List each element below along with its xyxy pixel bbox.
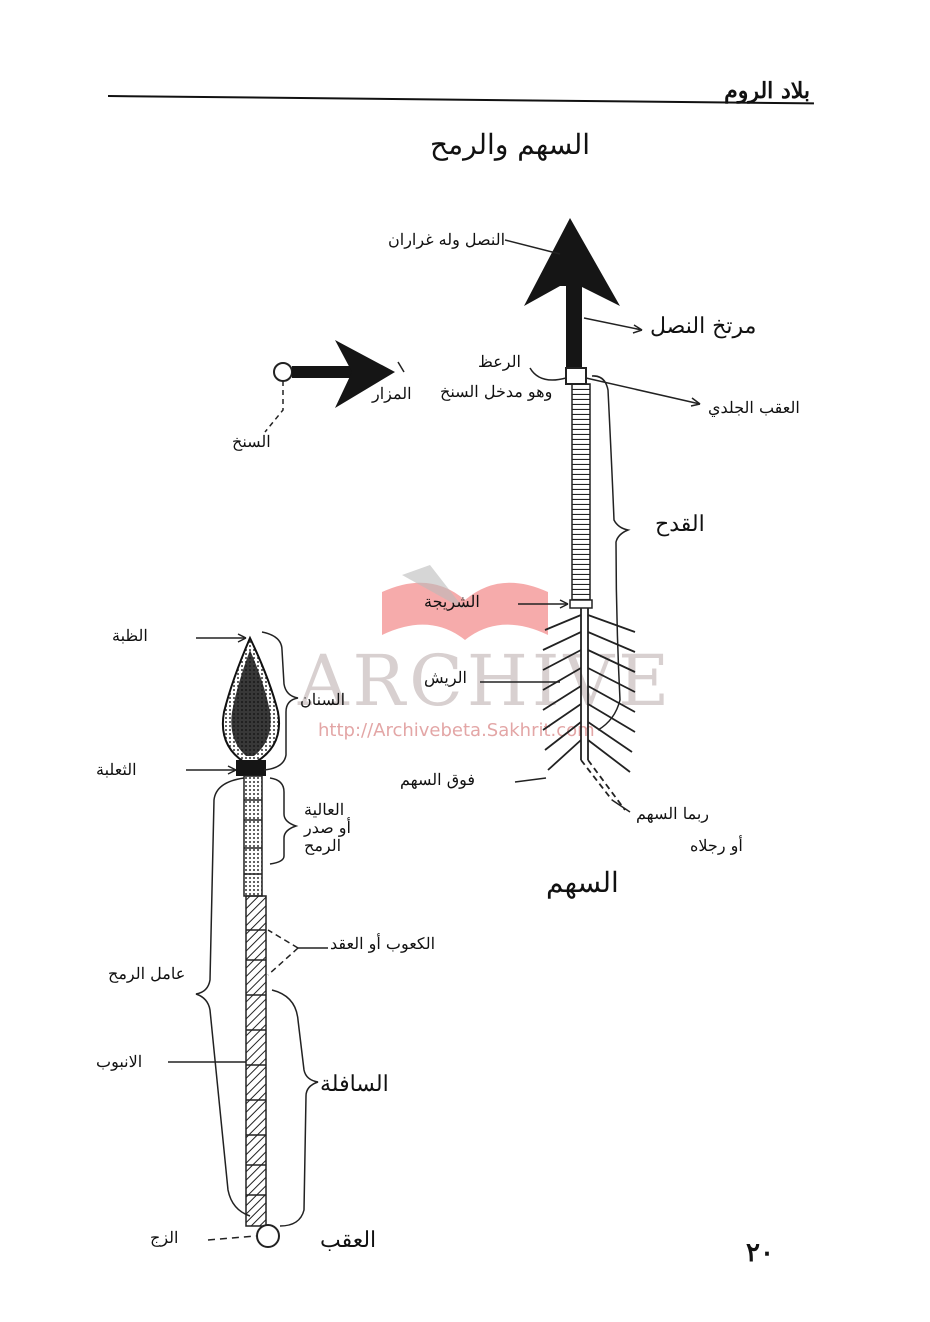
book-title: بلاد الروم [724,78,810,104]
label-shoulder: المزار [372,384,412,403]
label-tang: السنخ [232,432,271,451]
spear-butt [256,1224,280,1248]
label-arrow-nock-sides-2: أو رجلاه [690,836,743,855]
label-arrow-shaft: القدح [655,512,705,537]
figure-title: السهم والرمح [430,128,591,161]
label-arrow-socket: مرتخ النصل [650,314,757,339]
label-arrow-nock: فوق السهم [400,770,476,789]
arrow-blade [524,218,620,306]
label-spear-middle: عامل الرمح [108,964,186,983]
arrow-band [569,599,593,609]
spear-upper [243,775,263,897]
label-spear-blade: السنان [300,690,346,709]
spear-drawing [168,631,328,1248]
label-spear-tube: الانبوب [96,1052,143,1071]
arrow-caption: السهم [546,866,619,899]
label-spear-joints: الكعوب أو العقد [330,934,436,953]
arrow-feathers [542,608,636,811]
label-spear-butt-end: العقب [320,1228,377,1253]
label-spear-upper-note-2: الرمح [304,836,342,855]
tang-knob [273,362,293,382]
arrowhead-detail-drawing [264,340,405,433]
label-spear-lower: السافلة [320,1072,389,1097]
label-spear-tip: الظبة [112,626,148,645]
label-arrow-blade: النصل وله غراران [388,230,506,249]
spear-neck [236,760,266,776]
label-arrow-band: الشريجة [424,592,480,611]
label-spear-upper: العالية [304,800,345,819]
label-spear-butt: الزج [150,1228,179,1247]
arrow-shaft [571,383,591,605]
arrow-socket [566,284,582,370]
label-spear-upper-note: أو صدر [304,818,351,837]
label-arrow-binding: الرعظ [478,352,521,371]
label-arrow-feathers: الريش [424,668,467,687]
arrow-drawing [480,218,701,813]
label-arrow-nock-sides: ربما السهم [636,804,710,823]
label-spear-neck: الثعلبة [96,760,137,779]
spear-shaft [245,895,267,1227]
label-arrow-binding-note: وهو مدخل السنخ [440,382,553,401]
page-number: ٢٠ [746,1238,774,1268]
arrow-binding [565,367,587,385]
label-arrow-leather-heel: العقب الجلدي [708,398,800,417]
